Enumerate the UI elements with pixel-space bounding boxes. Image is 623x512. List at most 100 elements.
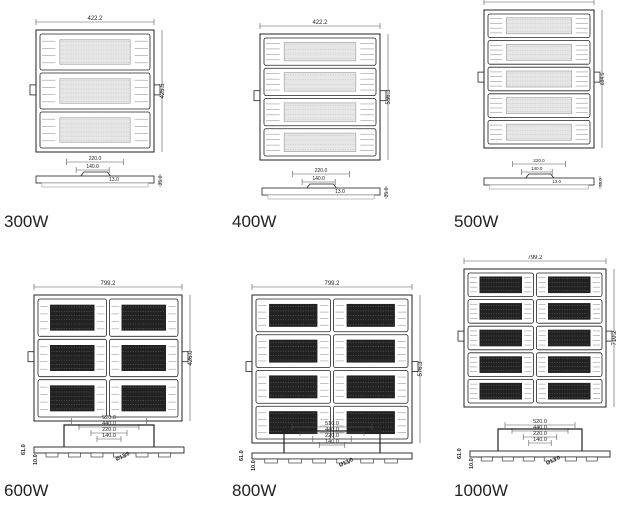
label-800w: 800W	[232, 481, 277, 500]
side-fin	[585, 456, 598, 462]
depth-dimension: 61.0	[21, 444, 27, 455]
tilt-dimension: Ø13.0	[338, 457, 354, 469]
led-array	[506, 123, 572, 141]
tilt-dimension: 13.0	[335, 189, 345, 195]
bracket-dimension-2: 440.0	[325, 427, 339, 433]
bracket-dimension-inner: 140.0	[312, 176, 325, 182]
bracket-dimension-1: 510.0	[325, 421, 339, 427]
side-body	[251, 452, 413, 460]
mount-ear-right	[605, 330, 613, 342]
side-fin	[480, 456, 493, 462]
mount-ear-right	[153, 84, 161, 96]
tilt-dimension: Ø13.0	[115, 451, 131, 463]
bracket-dimension-4: 140.0	[102, 433, 116, 439]
led-array	[283, 132, 357, 152]
mount-ear-left	[477, 71, 485, 83]
led-array	[283, 72, 357, 92]
bracket-dimension-4: 140.0	[325, 439, 339, 445]
mount-ear-right	[379, 90, 387, 102]
side-fin	[543, 456, 556, 462]
side-fin	[522, 456, 535, 462]
led-array	[479, 303, 523, 320]
tilt-dimension: 13.0	[109, 177, 119, 183]
drawing-600w: 799.2426.0520.0440.0220.0140.0Ø13.061.01…	[21, 281, 194, 465]
led-array	[547, 303, 591, 320]
side-fin	[360, 458, 374, 464]
side-fin	[264, 458, 278, 464]
side-body	[483, 177, 595, 186]
offset-dimension: 10.0	[251, 460, 257, 471]
mount-ear-right	[593, 71, 601, 83]
led-array	[59, 117, 131, 143]
side-heatsink	[41, 182, 149, 188]
led-array	[506, 44, 572, 61]
u-bracket	[63, 424, 155, 447]
led-array	[50, 304, 95, 331]
drawing-800w: 799.2576.3510.0440.0220.0140.0Ø13.061.01…	[239, 281, 424, 471]
led-array	[121, 345, 166, 371]
side-fin	[336, 458, 350, 464]
width-dimension: 799.2	[324, 281, 340, 287]
side-bracket	[306, 183, 337, 189]
width-dimension: 422.2	[87, 16, 103, 22]
led-array	[547, 329, 591, 347]
bracket-dimension-outer: 220.0	[89, 156, 102, 162]
side-bracket	[80, 171, 111, 177]
led-array	[479, 329, 523, 347]
height-dimension: 425.5	[160, 83, 166, 99]
led-array	[479, 356, 523, 373]
mount-ear-left	[253, 90, 261, 102]
side-fin	[135, 452, 149, 458]
width-dimension: 799.2	[100, 281, 116, 287]
side-body	[261, 187, 381, 196]
bracket-dimension-outer: 220.0	[315, 168, 328, 174]
led-array	[479, 382, 523, 400]
offset-dimension: 10.0	[469, 458, 475, 469]
side-body	[33, 446, 185, 454]
label-500w: 500W	[454, 212, 499, 231]
side-fin	[564, 456, 577, 462]
height-dimension: 710.2	[612, 330, 618, 346]
label-400w: 400W	[232, 212, 277, 231]
led-array	[283, 42, 357, 62]
u-bracket	[497, 428, 583, 451]
mount-ear-left	[245, 361, 253, 372]
drawing-1000w: 799.2710.2520.0440.0220.0140.0Ø13.061.01…	[457, 255, 618, 469]
led-array	[479, 276, 523, 294]
side-fin	[68, 452, 81, 458]
side-fin	[384, 458, 398, 464]
width-dimension: 422.2	[312, 20, 328, 26]
height-dimension: 576.3	[418, 361, 424, 377]
depth-dimension: 61.0	[239, 450, 245, 461]
depth-dimension: 35.0	[158, 175, 164, 185]
mount-ear-right	[181, 351, 189, 363]
label-1000w: 1000W	[454, 481, 508, 500]
bracket-dimension-4: 140.0	[533, 437, 547, 443]
led-array	[59, 78, 131, 104]
u-bracket	[283, 430, 381, 453]
height-dimension: 556.3	[386, 89, 392, 105]
bracket-dimension-3: 220.0	[102, 427, 116, 433]
depth-dimension: 35.0	[598, 178, 603, 187]
height-dimension: 426.0	[188, 350, 194, 366]
led-array	[121, 385, 166, 412]
side-fin	[288, 458, 302, 464]
side-fin	[90, 452, 104, 458]
led-array	[283, 102, 357, 122]
led-array	[59, 39, 131, 65]
side-fin	[501, 456, 514, 462]
bracket-dimension-outer: 220.0	[533, 158, 545, 163]
led-array	[121, 304, 166, 331]
depth-dimension: 35.0	[384, 187, 390, 197]
side-body	[35, 175, 155, 184]
bracket-dimension-1: 520.0	[102, 415, 116, 421]
side-heatsink	[267, 194, 375, 200]
mount-ear-left	[27, 351, 35, 363]
tilt-dimension: Ø13.0	[545, 455, 561, 467]
led-array	[547, 382, 591, 400]
product-400w: 422.2 556.3 220.0 140.0 13.0 35.0 400W	[226, 0, 416, 240]
